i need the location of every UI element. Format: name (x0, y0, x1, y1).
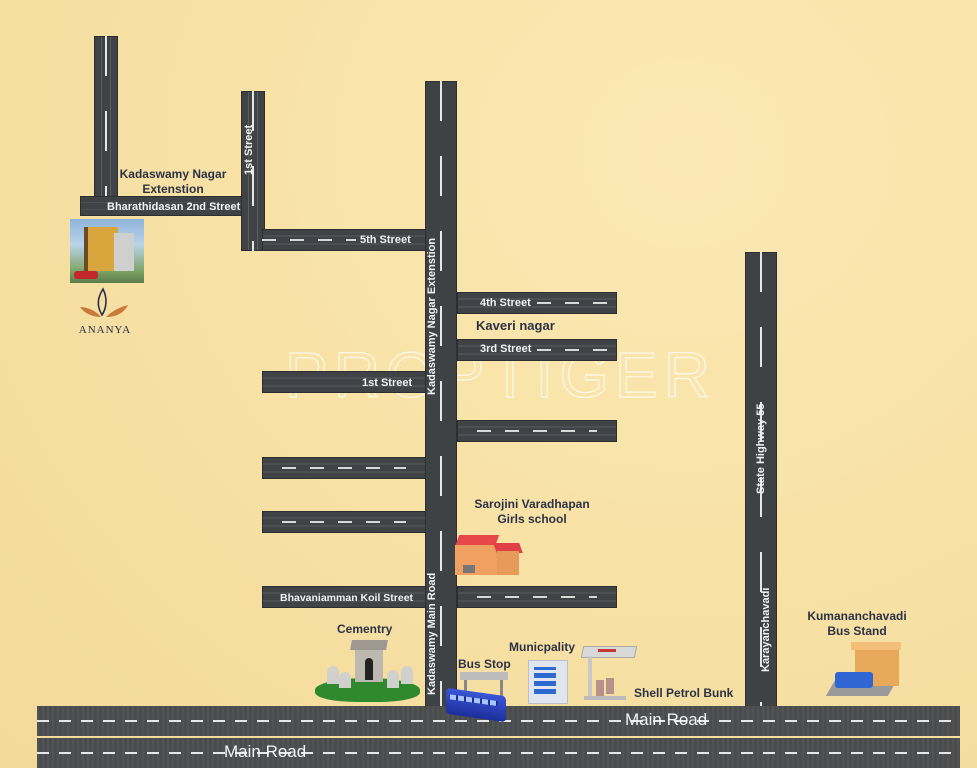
bus-stand-label-line1: Kumananchavadi (807, 609, 907, 623)
cemetery-icon (315, 638, 420, 704)
project-building-image[interactable] (70, 219, 144, 283)
label-state-highway-55: State Highway 55 (755, 403, 767, 494)
building-icon (84, 227, 118, 271)
road-unnamed-right-1 (457, 420, 617, 442)
road-unnamed-left-1 (262, 457, 426, 479)
label-cemetery: Cementry (337, 622, 393, 636)
label-kadaswamy-nagar-extenstion-area: Kadaswamy Nagar Extenstion (110, 167, 236, 197)
road-bhavaniamman-koil-street-right (457, 586, 617, 608)
school-label-line2: Girls school (497, 512, 567, 526)
area-label-line2: Extenstion (142, 182, 204, 196)
municipality-building-icon (528, 660, 568, 704)
ananya-logo-text: ANANYA (78, 324, 132, 336)
label-municipality: Municpality (509, 640, 576, 654)
petrol-bunk-icon (580, 646, 638, 702)
road-5th-street (262, 229, 426, 251)
road-top-left-vertical (94, 36, 118, 216)
road-3rd-street (457, 339, 617, 361)
road-1st-street (262, 371, 426, 393)
label-4th-street: 4th Street (480, 297, 531, 309)
label-bhavaniamman-koil-street: Bhavaniamman Koil Street (280, 592, 414, 604)
road-1st-street-vertical (241, 91, 265, 251)
school-label-line1: Sarojini Varadhapan (474, 497, 590, 511)
lotus-icon (80, 287, 128, 317)
building-wing-icon (114, 233, 134, 271)
ananya-logo: ANANYA (70, 287, 140, 337)
bus-stand-icon (825, 642, 905, 702)
road-bharathidasan-2nd-street (80, 196, 264, 216)
school-building-icon (454, 529, 523, 577)
label-karayanchavadi: Karayanchavadi (760, 587, 772, 672)
label-1st-street: 1st Street (362, 377, 413, 389)
area-label-line1: Kadaswamy Nagar (119, 167, 227, 181)
road-kadaswamy-main (425, 81, 457, 708)
label-kadaswamy-nagar-extenstion: Kadaswamy Nagar Extenstion (426, 237, 438, 395)
road-bhavaniamman-koil-street (262, 586, 426, 608)
label-kaveri-nagar: Kaveri nagar (476, 318, 555, 333)
label-5th-street: 5th Street (360, 234, 411, 246)
bus-stand-label-line2: Bus Stand (827, 624, 887, 638)
main-road-lower (37, 738, 960, 768)
label-main-road-upper: Main Road (625, 710, 708, 729)
road-state-highway-55 (745, 252, 777, 708)
label-3rd-street: 3rd Street (480, 343, 532, 355)
label-bharathidasan-2nd-street: Bharathidasan 2nd Street (107, 201, 241, 213)
road-4th-street (457, 292, 617, 314)
label-kadaswamy-main-road: Kadaswamy Main Road (426, 572, 438, 695)
car-icon (74, 271, 98, 279)
label-shell-petrol-bunk: Shell Petrol Bunk (634, 686, 734, 700)
label-bus-stop: Bus Stop (458, 657, 511, 671)
label-main-road-lower: Main Road (224, 742, 307, 761)
road-unnamed-left-2 (262, 511, 426, 533)
label-1st-street-vertical: 1st Street (243, 124, 255, 175)
label-school: Sarojini Varadhapan Girls school (462, 497, 602, 527)
label-bus-stand: Kumananchavadi Bus Stand (802, 609, 912, 639)
